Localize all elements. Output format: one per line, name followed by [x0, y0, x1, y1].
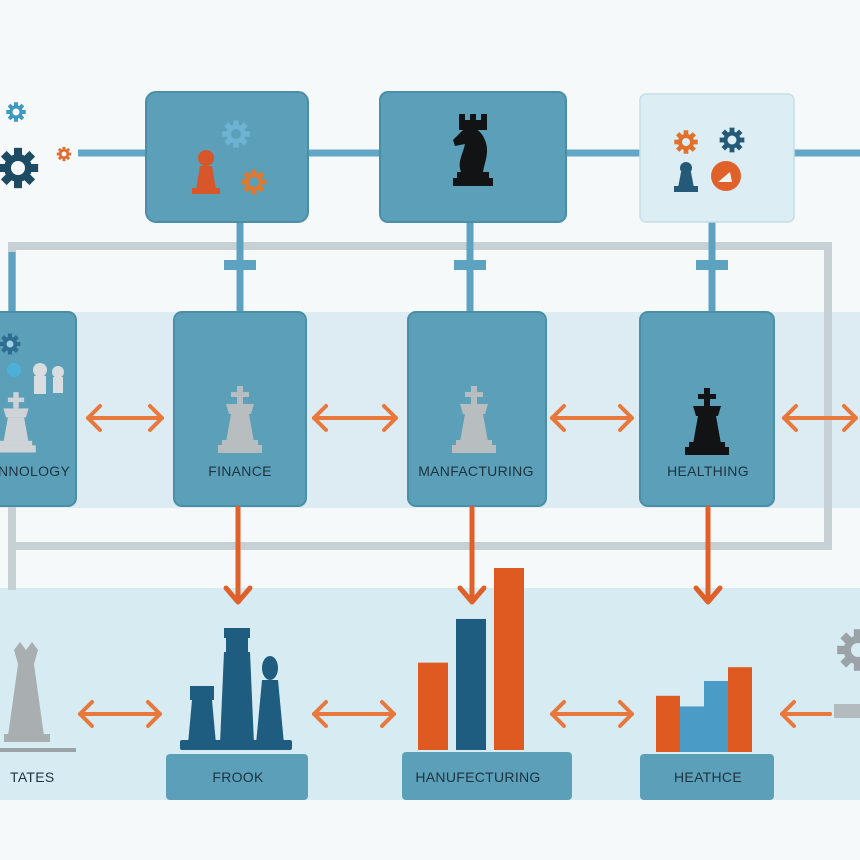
- pieces-gears-icon: [0, 333, 64, 453]
- bar-chart-icon: [418, 568, 524, 750]
- down-arrows: [223, 505, 723, 605]
- middle-label-manufacturing: MANFACTURING: [418, 463, 534, 479]
- double-arrow-icon: [312, 700, 396, 728]
- double-arrow-icon: [312, 404, 398, 432]
- bar: [728, 667, 752, 752]
- bar: [680, 706, 704, 752]
- bottom-label-healthcare: HEATHCE: [674, 769, 742, 785]
- vertical-connectors: [8, 222, 716, 312]
- bottom-label-manufacturing: HANUFECTURING: [415, 769, 540, 785]
- top-box-1: [145, 91, 309, 223]
- down-arrow-icon: [223, 505, 253, 605]
- bar: [456, 618, 486, 750]
- middle-box-healthcare: HEALTHING: [639, 311, 775, 507]
- gears-icon: [0, 102, 72, 189]
- bar-chart-icon: [656, 667, 752, 752]
- down-arrow-icon: [693, 505, 723, 605]
- top-box-3: [639, 93, 795, 223]
- double-arrow-icon: [550, 404, 634, 432]
- double-arrow-icon: [86, 404, 164, 432]
- gears-pawn-icon: [674, 127, 745, 192]
- middle-double-arrows: [86, 404, 858, 432]
- queen-icon: [4, 642, 50, 742]
- middle-box-finance: FINANCE: [173, 311, 307, 507]
- connector-clamps: [224, 260, 728, 270]
- bottom-cell-healthcare: HEATHCE: [640, 667, 774, 800]
- bottom-cell-left: TATES: [0, 642, 76, 785]
- chess-pieces-icon: [180, 628, 292, 750]
- bottom-label-left: TATES: [10, 769, 55, 785]
- double-arrow-icon: [550, 700, 634, 728]
- bar: [494, 568, 524, 750]
- bottom-cell-frook: FROOK: [166, 628, 308, 800]
- top-box-2: [379, 91, 567, 223]
- bar: [704, 680, 728, 752]
- middle-label-finance: FINANCE: [208, 463, 272, 479]
- middle-box-technology: NNOLOGY: [0, 311, 77, 507]
- down-arrow-icon: [457, 505, 487, 605]
- knight-icon: [453, 114, 493, 186]
- middle-label-technology: NNOLOGY: [0, 463, 70, 479]
- double-arrow-icon: [780, 700, 832, 728]
- bottom-label-frook: FROOK: [212, 769, 264, 785]
- bottom-cell-manufacturing: HANUFECTURING: [402, 568, 572, 800]
- double-arrow-icon: [782, 404, 858, 432]
- middle-label-healthcare: HEALTHING: [667, 463, 749, 479]
- middle-box-manufacturing: MANFACTURING: [407, 311, 547, 507]
- bar: [418, 662, 448, 750]
- bottom-plate: [0, 748, 76, 752]
- gears-pawn-icon: [192, 120, 267, 195]
- bottom-double-arrows: [78, 700, 832, 728]
- top-left-gears: [0, 102, 72, 189]
- bottom-right-gear: [834, 629, 860, 718]
- double-arrow-icon: [78, 700, 162, 728]
- bar: [656, 695, 680, 752]
